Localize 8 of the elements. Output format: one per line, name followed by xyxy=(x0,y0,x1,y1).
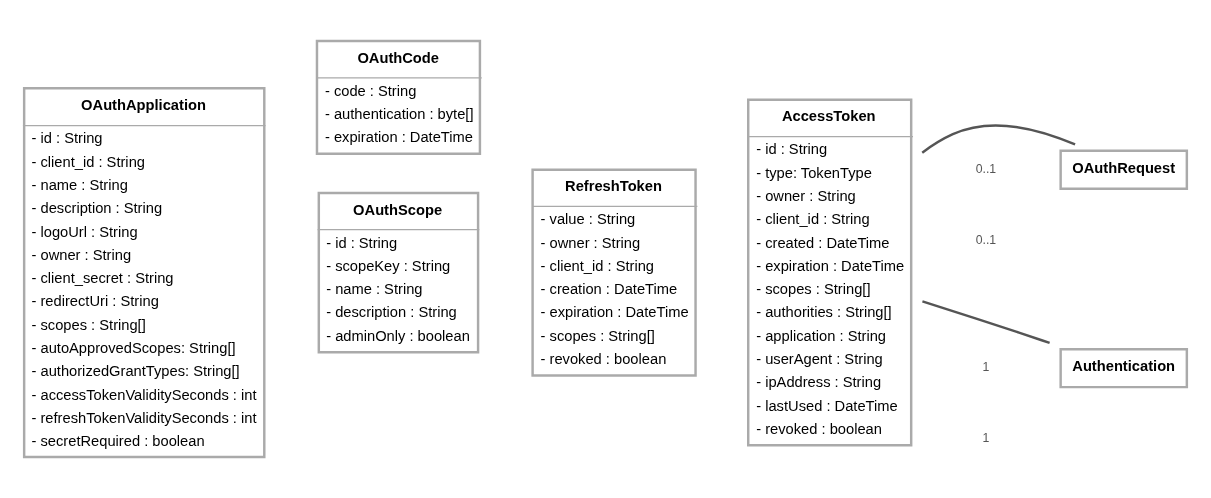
connector xyxy=(921,124,1076,154)
connector xyxy=(922,300,1051,345)
label: 1 xyxy=(982,360,990,375)
label: 0..1 xyxy=(975,161,997,176)
node-box: Authentication xyxy=(1059,347,1189,389)
node-box: OAuthRequest xyxy=(1059,149,1189,190)
label: 0..1 xyxy=(975,232,997,247)
label: 1 xyxy=(982,431,990,446)
